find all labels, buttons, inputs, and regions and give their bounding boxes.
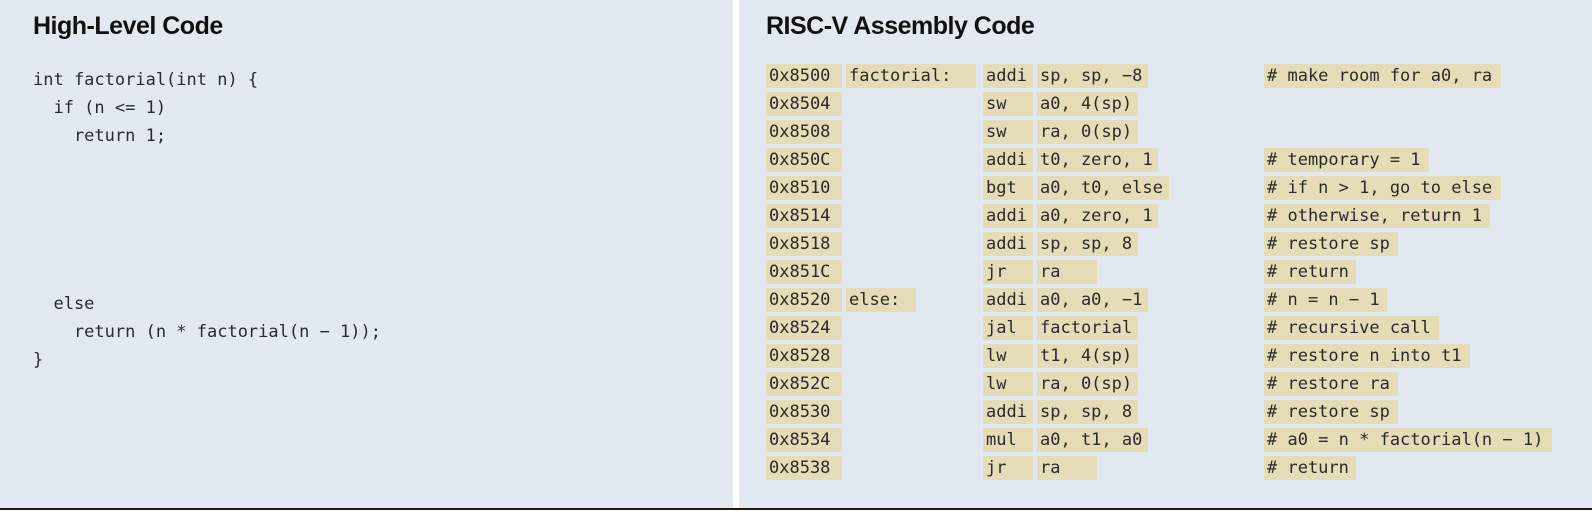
asm-label: else: <box>846 288 916 312</box>
asm-comment: # a0 = n * factorial(n − 1) <box>1264 428 1553 452</box>
asm-operands: sp, sp, 8 <box>1037 400 1138 424</box>
asm-comment: # restore sp <box>1264 232 1398 256</box>
asm-operands: t0, zero, 1 <box>1037 148 1159 172</box>
code-line <box>33 178 381 206</box>
asm-comment: # return <box>1264 260 1357 284</box>
asm-opcode: mul <box>983 428 1033 452</box>
asm-opcode: sw <box>983 120 1033 144</box>
asm-address: 0x8534 <box>766 428 842 452</box>
code-line: if (n <= 1) <box>33 98 167 118</box>
asm-operands: sp, sp, −8 <box>1037 64 1148 88</box>
asm-opcode: lw <box>983 372 1033 396</box>
asm-operands: t1, 4(sp) <box>1037 344 1138 368</box>
asm-address: 0x851C <box>766 260 842 284</box>
code-line: else <box>33 294 95 314</box>
code-line: } <box>33 350 44 370</box>
asm-comment: # n = n − 1 <box>1264 288 1388 312</box>
asm-label: factorial: <box>846 64 976 88</box>
code-line <box>33 262 381 290</box>
asm-address: 0x8508 <box>766 120 842 144</box>
asm-opcode: addi <box>983 148 1033 172</box>
high-level-heading: High-Level Code <box>33 12 223 40</box>
asm-comment: # restore n into t1 <box>1264 344 1470 368</box>
asm-opcode: addi <box>983 288 1033 312</box>
asm-operands: ra <box>1037 456 1097 480</box>
asm-address: 0x8514 <box>766 204 842 228</box>
code-line: int factorial(int n) { <box>33 70 259 90</box>
code-line <box>33 206 381 234</box>
asm-operands: a0, 4(sp) <box>1037 92 1138 116</box>
asm-operands: a0, t1, a0 <box>1037 428 1148 452</box>
asm-address: 0x8504 <box>766 92 842 116</box>
asm-opcode: jal <box>983 316 1033 340</box>
asm-address: 0x8510 <box>766 176 842 200</box>
asm-operands: ra, 0(sp) <box>1037 372 1138 396</box>
asm-address: 0x850C <box>766 148 842 172</box>
asm-opcode: bgt <box>983 176 1033 200</box>
asm-comment: # if n > 1, go to else <box>1264 176 1501 200</box>
asm-address: 0x8538 <box>766 456 842 480</box>
asm-comment: # restore ra <box>1264 372 1398 396</box>
assembly-heading: RISC-V Assembly Code <box>766 12 1035 40</box>
asm-opcode: addi <box>983 232 1033 256</box>
asm-address: 0x852C <box>766 372 842 396</box>
asm-opcode: lw <box>983 344 1033 368</box>
asm-operands: a0, t0, else <box>1037 176 1169 200</box>
asm-comment: # temporary = 1 <box>1264 148 1429 172</box>
asm-opcode: jr <box>983 456 1033 480</box>
code-line <box>33 150 381 178</box>
asm-address: 0x8500 <box>766 64 842 88</box>
asm-operands: a0, a0, −1 <box>1037 288 1148 312</box>
asm-opcode: addi <box>983 64 1033 88</box>
asm-opcode: addi <box>983 204 1033 228</box>
code-line: return 1; <box>33 126 167 146</box>
code-line <box>33 234 381 262</box>
asm-address: 0x8530 <box>766 400 842 424</box>
asm-opcode: jr <box>983 260 1033 284</box>
asm-operands: ra <box>1037 260 1097 284</box>
asm-operands: sp, sp, 8 <box>1037 232 1138 256</box>
asm-comment: # return <box>1264 456 1357 480</box>
asm-opcode: sw <box>983 92 1033 116</box>
asm-operands: ra, 0(sp) <box>1037 120 1138 144</box>
asm-address: 0x8520 <box>766 288 842 312</box>
asm-comment: # recursive call <box>1264 316 1439 340</box>
asm-comment: # make room for a0, ra <box>1264 64 1501 88</box>
asm-address: 0x8524 <box>766 316 842 340</box>
asm-operands: factorial <box>1037 316 1138 340</box>
high-level-code-panel: High-Level Code int factorial(int n) { i… <box>0 0 733 508</box>
high-level-code-block: int factorial(int n) { if (n <= 1) retur… <box>33 66 381 374</box>
asm-comment: # restore sp <box>1264 400 1398 424</box>
asm-operands: a0, zero, 1 <box>1037 204 1159 228</box>
asm-opcode: addi <box>983 400 1033 424</box>
bottom-divider <box>0 508 1592 510</box>
asm-comment: # otherwise, return 1 <box>1264 204 1491 228</box>
code-line: return (n * factorial(n − 1)); <box>33 322 381 342</box>
asm-address: 0x8528 <box>766 344 842 368</box>
asm-address: 0x8518 <box>766 232 842 256</box>
